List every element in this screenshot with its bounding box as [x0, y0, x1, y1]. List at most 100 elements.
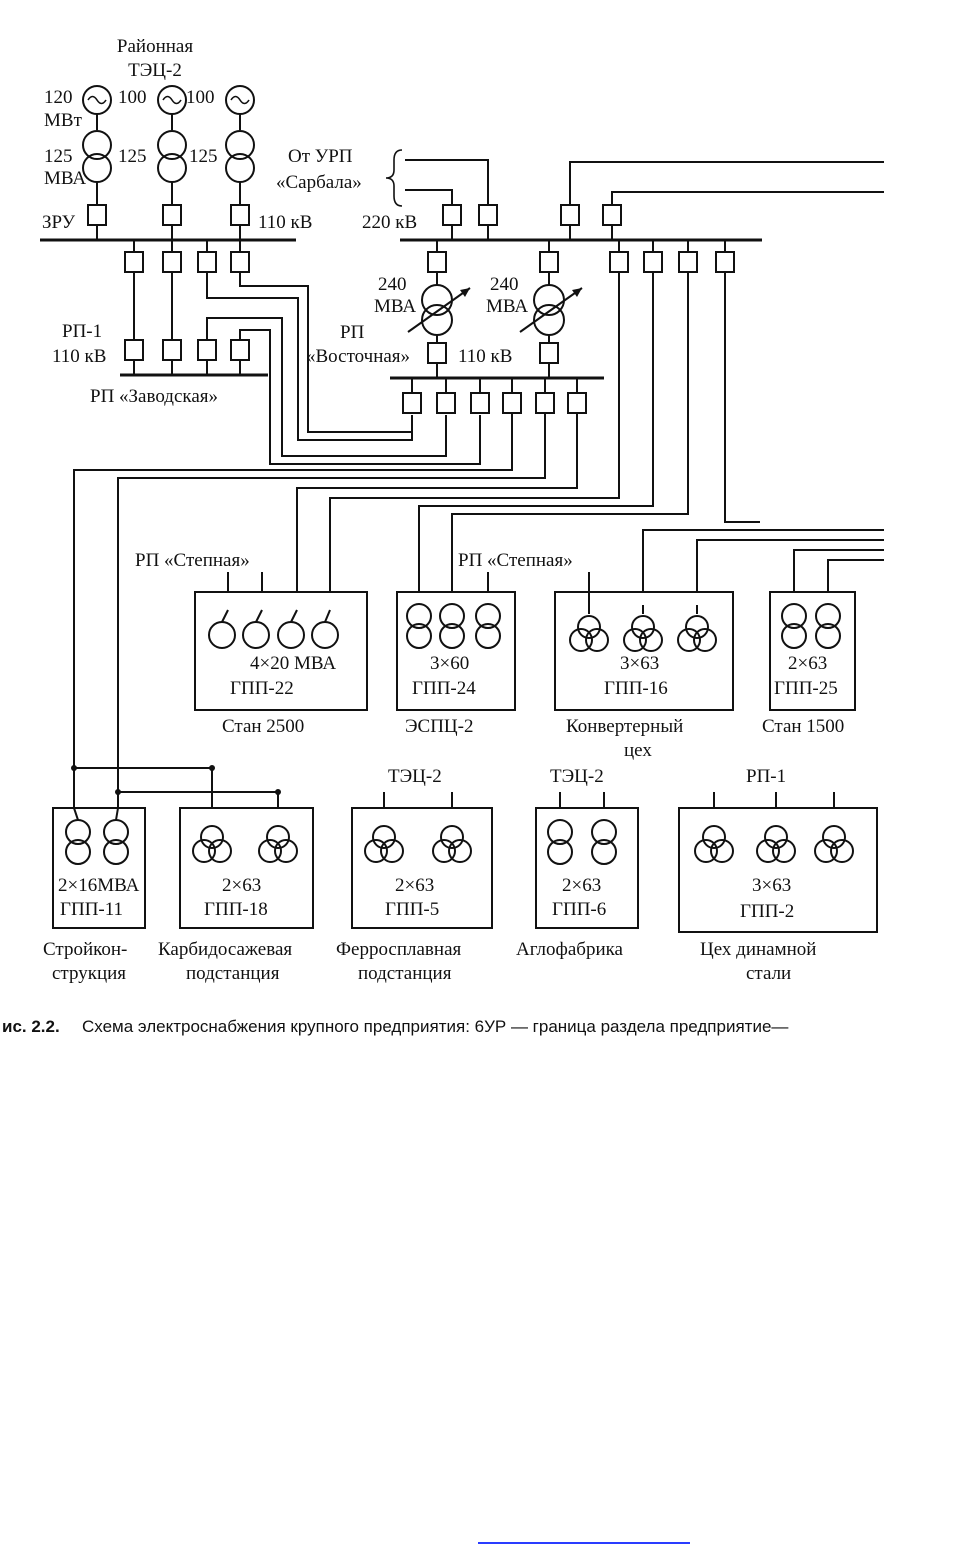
breaker	[436, 392, 456, 414]
breaker	[427, 342, 447, 364]
gen2-power: 100	[118, 87, 147, 108]
breaker	[87, 204, 107, 226]
breaker	[162, 339, 182, 361]
breaker	[539, 251, 559, 273]
gpp-11-transformers	[65, 807, 129, 865]
at1-rating: 240	[378, 274, 407, 295]
breaker	[470, 392, 490, 414]
gpp-11-rating: 2×16МВА	[58, 875, 140, 896]
generator-2	[157, 85, 187, 115]
urp-bus-voltage: 220 кВ	[362, 212, 417, 233]
gpp-16-transformers	[569, 605, 717, 652]
rp1-name: РП-1	[62, 321, 102, 342]
plant-title-2: ТЭЦ-2	[128, 60, 182, 81]
breaker	[560, 204, 580, 226]
breaker	[609, 251, 629, 273]
breaker	[197, 251, 217, 273]
generator-1	[82, 85, 112, 115]
gpp-5-name: ГПП-5	[385, 899, 439, 920]
rp-east-name2: «Восточная»	[306, 346, 410, 367]
gpp-2-box	[678, 807, 878, 933]
urp-brace	[385, 149, 403, 207]
unit-transformer-2	[157, 130, 187, 183]
gpp-11-box	[52, 807, 146, 929]
breaker	[427, 251, 447, 273]
gpp-2-load2: стали	[746, 963, 791, 984]
rp-steppe-label-a: РП «Степная»	[135, 550, 250, 571]
gpp-6-load1: Аглофабрика	[516, 939, 624, 960]
gpp-18-name: ГПП-18	[204, 899, 268, 920]
gpp-24-rating: 3×60	[430, 653, 469, 674]
gpp-11-load1: Стройкон-	[43, 939, 127, 960]
plant-title-1: Районная	[117, 36, 193, 57]
breaker	[478, 204, 498, 226]
urp-line1: От УРП	[288, 146, 353, 167]
gpp-16-name: ГПП-16	[604, 678, 668, 699]
gpp-25-transformers	[781, 603, 841, 649]
gen1-unit: МВт	[44, 110, 83, 131]
breaker	[535, 392, 555, 414]
gpp-11-load2: струкция	[52, 963, 126, 984]
at2-rating: 240	[490, 274, 519, 295]
gpp-2-rating: 3×63	[752, 875, 791, 896]
breaker	[230, 251, 250, 273]
breaker	[402, 392, 422, 414]
gen1-power: 120	[44, 87, 73, 108]
gpp-25-box	[769, 591, 856, 711]
gpp-22-load: Стан 2500	[222, 716, 304, 737]
at2-unit: МВА	[486, 296, 528, 317]
breaker	[162, 251, 182, 273]
gpp-18-load2: подстанция	[186, 963, 280, 984]
urp-line2: «Сарбала»	[276, 172, 362, 193]
generator-3	[225, 85, 255, 115]
autotransformer-1	[407, 284, 471, 336]
zru-label: ЗРУ	[42, 212, 76, 233]
breaker	[602, 204, 622, 226]
gpp-6-box	[535, 807, 639, 929]
breaker	[715, 251, 735, 273]
footer-link-underline[interactable]	[478, 1542, 690, 1544]
gpp-6-rating: 2×63	[562, 875, 601, 896]
gpp-5-load2: подстанция	[358, 963, 452, 984]
tr1-rating: 125	[44, 146, 73, 167]
gpp-16-rating: 3×63	[620, 653, 659, 674]
gpp-24-transformers	[406, 603, 501, 649]
gpp-25-rating: 2×63	[788, 653, 827, 674]
breaker	[643, 251, 663, 273]
gpp-18-load1: Карбидосажевая	[158, 939, 292, 960]
breaker	[162, 204, 182, 226]
rp1-voltage: 110 кВ	[52, 346, 106, 367]
rp-east-voltage: 110 кВ	[458, 346, 512, 367]
tr3-rating: 125	[189, 146, 218, 167]
breaker	[678, 251, 698, 273]
gpp-22-name: ГПП-22	[230, 678, 294, 699]
unit-transformer-1	[82, 130, 112, 183]
gpp-22-transformers	[208, 609, 339, 649]
rp-zavodskaya: РП «Заводская»	[90, 386, 218, 407]
gpp-22-rating: 4×20 МВА	[250, 653, 336, 674]
gpp-16-load2: цех	[624, 740, 652, 761]
at1-unit: МВА	[374, 296, 416, 317]
gpp-18-rating: 2×63	[222, 875, 261, 896]
breaker	[567, 392, 587, 414]
gpp-2-transformers	[694, 825, 854, 863]
gpp-5-rating: 2×63	[395, 875, 434, 896]
gpp-18-box	[179, 807, 314, 929]
breaker	[539, 342, 559, 364]
breaker	[124, 339, 144, 361]
gpp-24-box	[396, 591, 516, 711]
tr1-unit: МВА	[44, 168, 86, 189]
figure-caption-prefix: ис. 2.2.	[2, 1017, 60, 1036]
autotransformer-2	[519, 284, 583, 336]
tr2-rating: 125	[118, 146, 147, 167]
rp1-src-label: РП-1	[746, 766, 786, 787]
breaker	[124, 251, 144, 273]
gpp-24-name: ГПП-24	[412, 678, 476, 699]
gpp-5-transformers	[364, 825, 472, 863]
figure-caption-text: Схема электроснабжения крупного предприя…	[82, 1017, 788, 1036]
gpp-2-name: ГПП-2	[740, 901, 794, 922]
gpp-25-name: ГПП-25	[774, 678, 838, 699]
breaker	[230, 204, 250, 226]
